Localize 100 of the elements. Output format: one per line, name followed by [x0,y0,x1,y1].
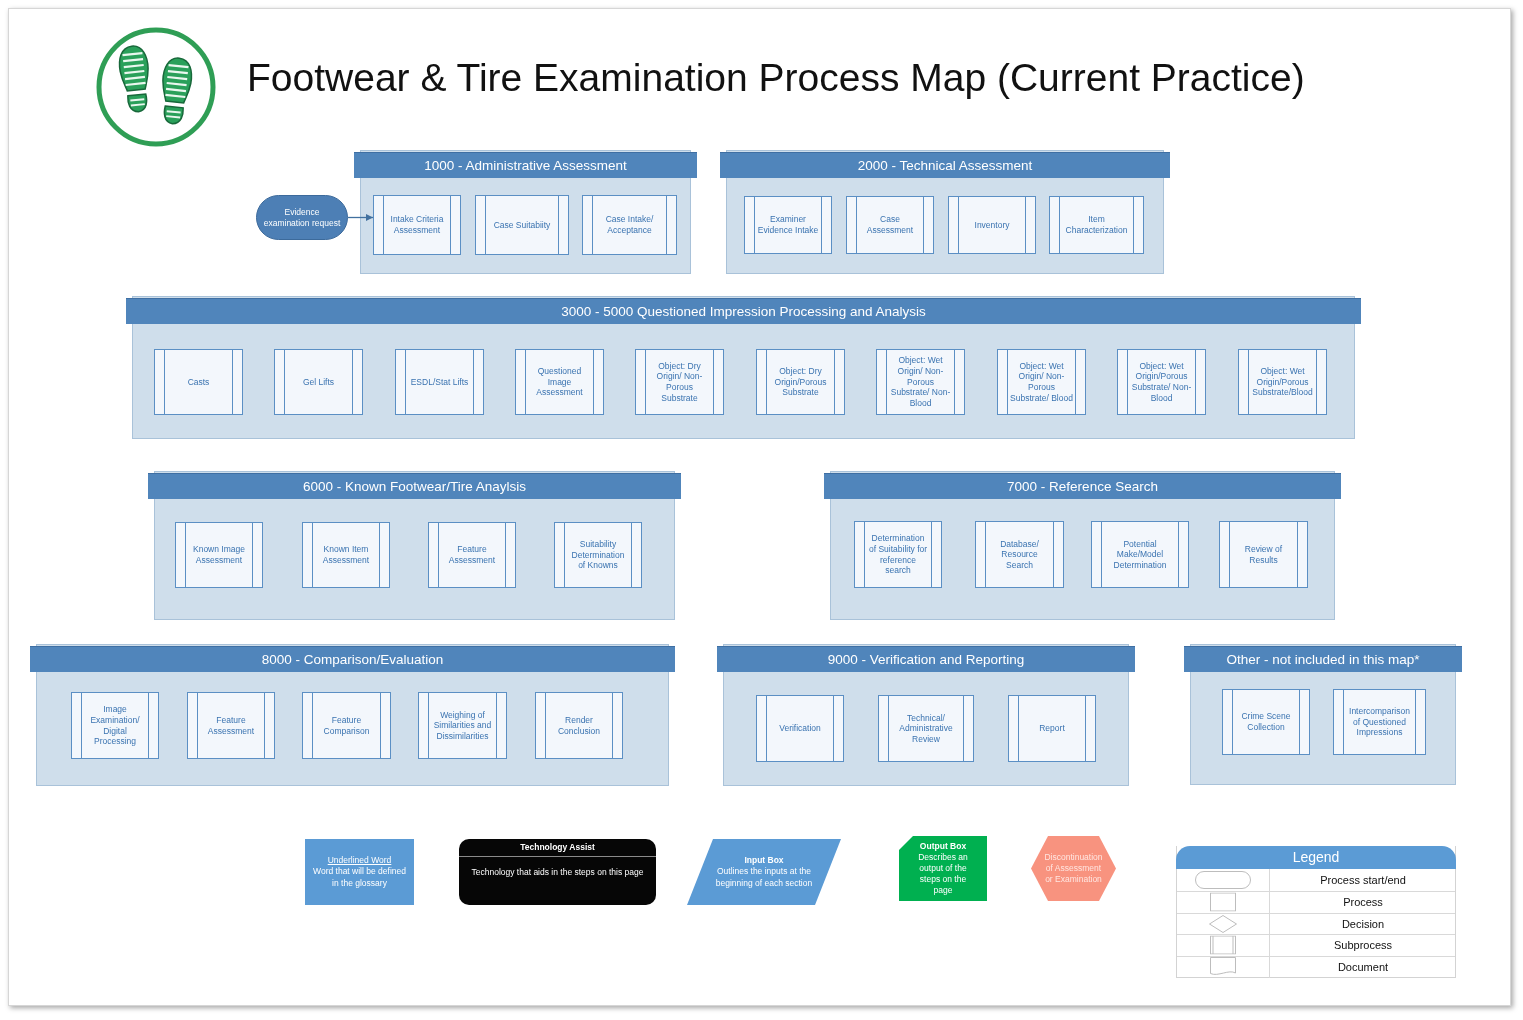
process-label: Object: Wet Origin/ Non-Porous Substrate/ Non-Blood [889,355,952,409]
process-label: Object: Wet Origin/Porous Substrate/Blood [1251,366,1314,398]
terminator-label: Evidence examination request [262,206,342,229]
process-label: Feature Assessment [447,544,497,566]
subprocess-box [71,692,159,759]
key-heading: Technology Assist [520,842,595,854]
section-header: 7000 - Reference Search [824,473,1341,499]
legend-label: Process start/end [1320,873,1406,886]
legend-label: Process [1343,895,1383,908]
process-label: Render Conclusion [556,714,602,737]
subprocess-box [154,349,243,415]
glossary-key-box [305,839,414,905]
subprocess-box [635,349,724,415]
process-label: Item Characterization [1064,214,1129,236]
subprocess-box [878,695,974,762]
subprocess-box [1222,689,1310,755]
process-label: Object: Wet Origin/Porous Substrate/ Non-Blood [1130,360,1193,404]
subprocess-box [1238,349,1327,415]
section-header: 9000 - Verification and Reporting [717,646,1135,672]
process-label: Object: Dry Origin/ Non-Porous Substrate [655,360,704,404]
subprocess-box [187,692,275,759]
section-header: 8000 - Comparison/Evaluation [30,646,675,672]
process-label: Feature Comparison [322,714,371,737]
process-label: Gel Lifts [302,376,335,388]
process-label: Weighing of Similarities and Dissimilarities [432,709,493,742]
process-label: Crime Scene Collection [1240,711,1292,733]
subprocess-box [302,692,391,759]
subprocess-box [395,349,484,415]
legend-label: Document [1337,961,1389,974]
subprocess-box [373,195,461,255]
process-label: ESDL/Stat Lifts [410,376,469,388]
key-heading: Output Box [919,840,967,852]
process-label: Inventory [974,219,1010,231]
page-title: Footwear & Tire Examination Process Map (Current Practice) [247,57,1305,100]
process-label: Suitability Determination of Knowns [570,539,626,571]
section-header: 2000 - Technical Assessment [720,152,1170,178]
subprocess-box [854,521,942,588]
subprocess-box [1008,695,1096,762]
subprocess-box [1333,689,1426,755]
process-label: Questioned Image Assessment [535,366,584,398]
technology-assist-box [459,839,656,905]
process-label: Image Examination/ Digital Processing [89,704,141,747]
process-label: Determination of Suitability for reference search [867,533,929,576]
process-label: Review of Results [1243,543,1284,566]
subprocess-box [846,196,934,254]
subprocess-box [302,522,390,588]
section-header: 1000 - Administrative Assessment [354,152,697,178]
subprocess-box [975,521,1064,588]
process-label: Examiner Evidence Intake [757,214,819,236]
subprocess-box [756,695,844,762]
process-label: Casts [187,376,210,388]
process-label: Intercomparison of Questioned Impressions [1348,706,1411,738]
subprocess-box [997,349,1086,415]
subprocess-box [535,692,623,759]
process-label: Case Intake/ Acceptance [604,214,655,236]
process-label: Case Assessment [865,214,915,236]
subprocess-box [274,349,363,415]
key-description: Describes an output of the steps on the page [917,851,969,897]
subprocess-box [744,196,832,254]
section-header: Other - not included in this map* [1184,646,1462,672]
process-label: Technical/ Administrative Review [898,712,954,745]
subprocess-box [1117,349,1206,415]
key-description: Technology that aids in the steps on this page [471,867,644,879]
process-label: Known Image Assessment [192,544,246,566]
process-label: Feature Assessment [206,714,256,737]
subprocess-box [428,522,516,588]
legend-label: Decision [1341,917,1385,930]
process-label: Object: Wet Origin/ Non-Porous Substrate/ Blood [1010,360,1073,404]
legend-title: Legend [1176,846,1456,869]
process-label: Object: Dry Origin/Porous Substrate [773,366,828,398]
key-heading: Input Box [744,855,784,867]
subprocess-box [1219,521,1308,588]
arrow [347,214,374,221]
subprocess-box [418,692,507,759]
process-label: Database/ Resource Search [999,538,1040,571]
section-header: 3000 - 5000 Questioned Impression Processing and Analysis [126,298,1361,324]
key-description: Outlines the inputs at the beginning of each section [714,866,814,889]
key-heading: Underlined Word [327,855,392,867]
subprocess-box [876,349,965,415]
process-label: Verification [779,723,821,734]
subprocess-box [515,349,604,415]
process-label: Intake Criteria Assessment [389,214,445,236]
section-header: 6000 - Known Footwear/Tire Anaylsis [148,473,681,499]
key-description: Discontinuation of Assessment or Examination [1043,851,1104,886]
output-box [899,836,987,901]
subprocess-box [554,522,642,588]
process-label: Report [1039,723,1065,734]
start-terminator [256,195,348,240]
process-label: Known Item Assessment [321,544,371,566]
process-label: Case Suitabiity [493,219,551,231]
subprocess-box [475,195,569,255]
subprocess-box [1091,521,1189,588]
subprocess-box [1049,196,1144,254]
legend-label: Subprocess [1333,939,1393,952]
subprocess-box [175,522,263,588]
process-label: Potential Make/Model Determination [1112,538,1168,571]
subprocess-box [582,195,677,255]
key-description: Word that will be defined in the glossary [312,866,407,889]
subprocess-box [948,196,1036,254]
subprocess-box [756,349,845,415]
